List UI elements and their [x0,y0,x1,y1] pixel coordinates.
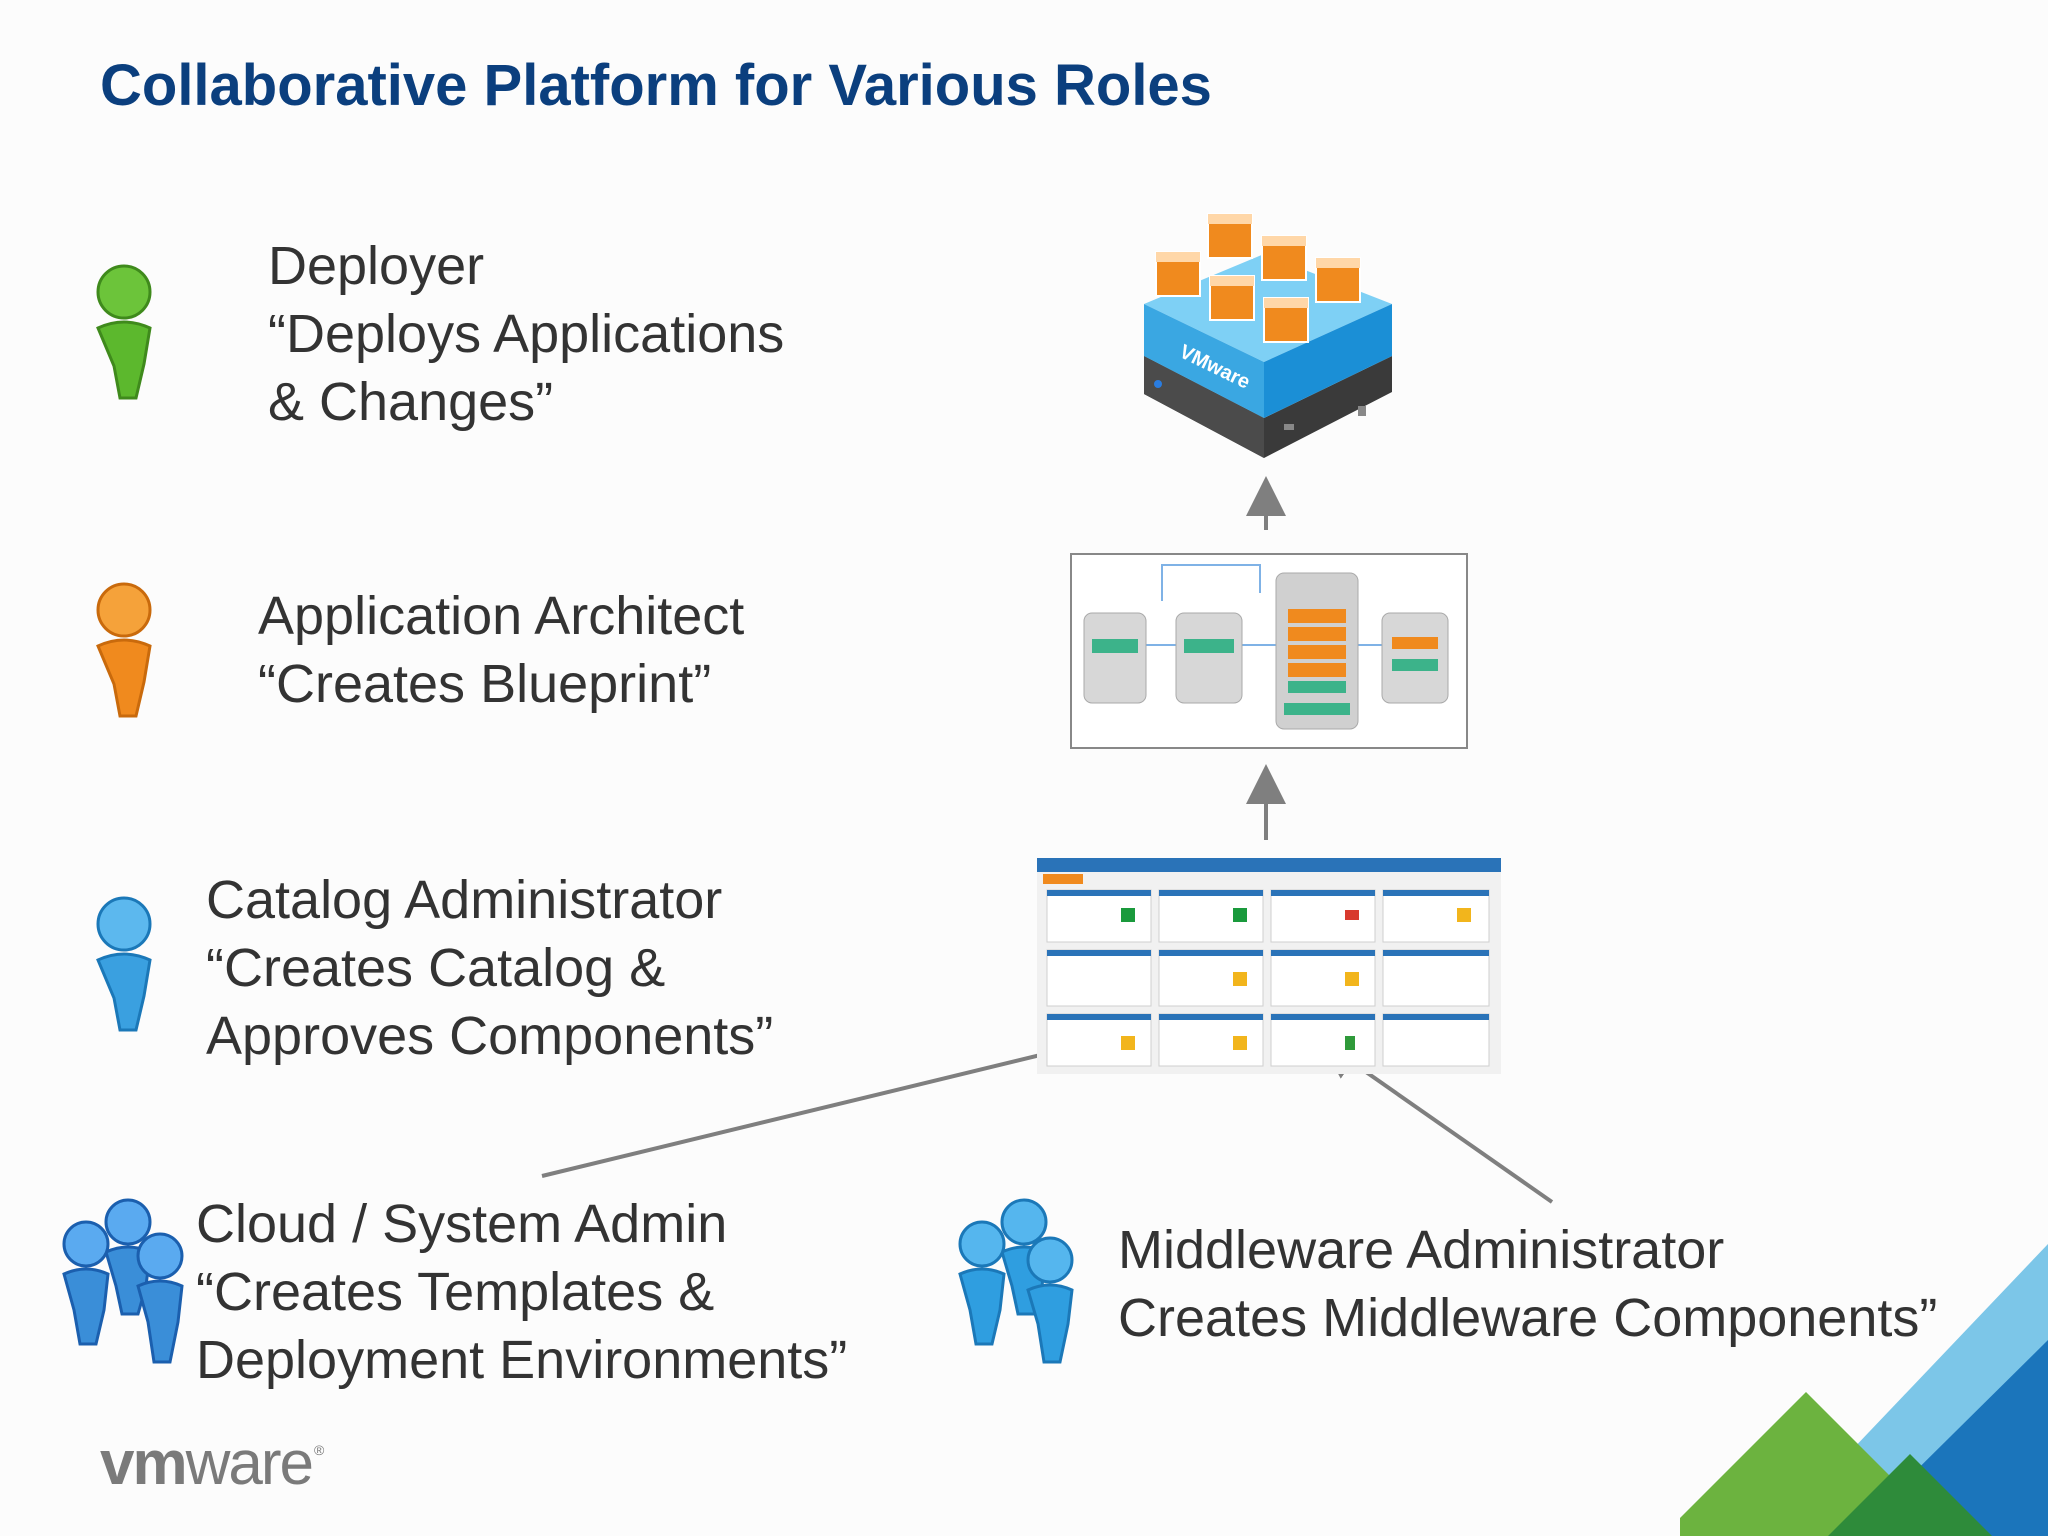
vmware-logo: vmware® [100,1428,324,1499]
role-application-architect: Application Architect “Creates Blueprint… [258,582,744,718]
orange-person-icon [96,582,152,718]
logo-mark: ® [314,1442,324,1458]
middleware-admin-title: Middleware Administrator [1118,1220,1725,1280]
role-deployer: Deployer “Deploys Applications & Changes… [268,232,784,436]
deployer-desc-line2: & Changes” [268,372,554,432]
architect-title: Application Architect [258,586,745,646]
cloud-admin-title: Cloud / System Admin [196,1194,728,1254]
logo-bold: vm [100,1429,188,1498]
blueprint-diagram-icon [1070,553,1468,749]
role-middleware-administrator: Middleware Administrator Creates Middlew… [1118,1216,1937,1352]
corner-triangles-decoration [1680,1244,2048,1536]
catalog-screenshot-icon [1037,858,1501,1074]
middleware-admin-desc: Creates Middleware Components” [1118,1288,1938,1348]
catalog-admin-desc-line2: Approves Components” [206,1006,774,1066]
blue-person-icon [96,896,152,1032]
cloud-admin-desc-line1: “Creates Templates & [196,1262,715,1322]
page-title: Collaborative Platform for Various Roles [100,53,1212,118]
logo-rest: ware [185,1429,314,1498]
deployer-desc-line1: “Deploys Applications [268,304,785,364]
blue-group-icon [62,1198,184,1364]
blue-group-icon [958,1198,1074,1364]
catalog-admin-title: Catalog Administrator [206,870,723,930]
architect-desc: “Creates Blueprint” [258,654,712,714]
role-catalog-administrator: Catalog Administrator “Creates Catalog &… [206,866,773,1070]
cloud-admin-desc-line2: Deployment Environments” [196,1330,848,1390]
deployer-title: Deployer [268,236,485,296]
arrow-cloud-admin-to-catalog [541,1030,1102,1178]
green-person-icon [96,264,152,400]
vmware-server-stack-icon: VMware [1144,213,1392,458]
role-cloud-system-admin: Cloud / System Admin “Creates Templates … [196,1190,847,1394]
catalog-admin-desc-line1: “Creates Catalog & [206,938,666,998]
